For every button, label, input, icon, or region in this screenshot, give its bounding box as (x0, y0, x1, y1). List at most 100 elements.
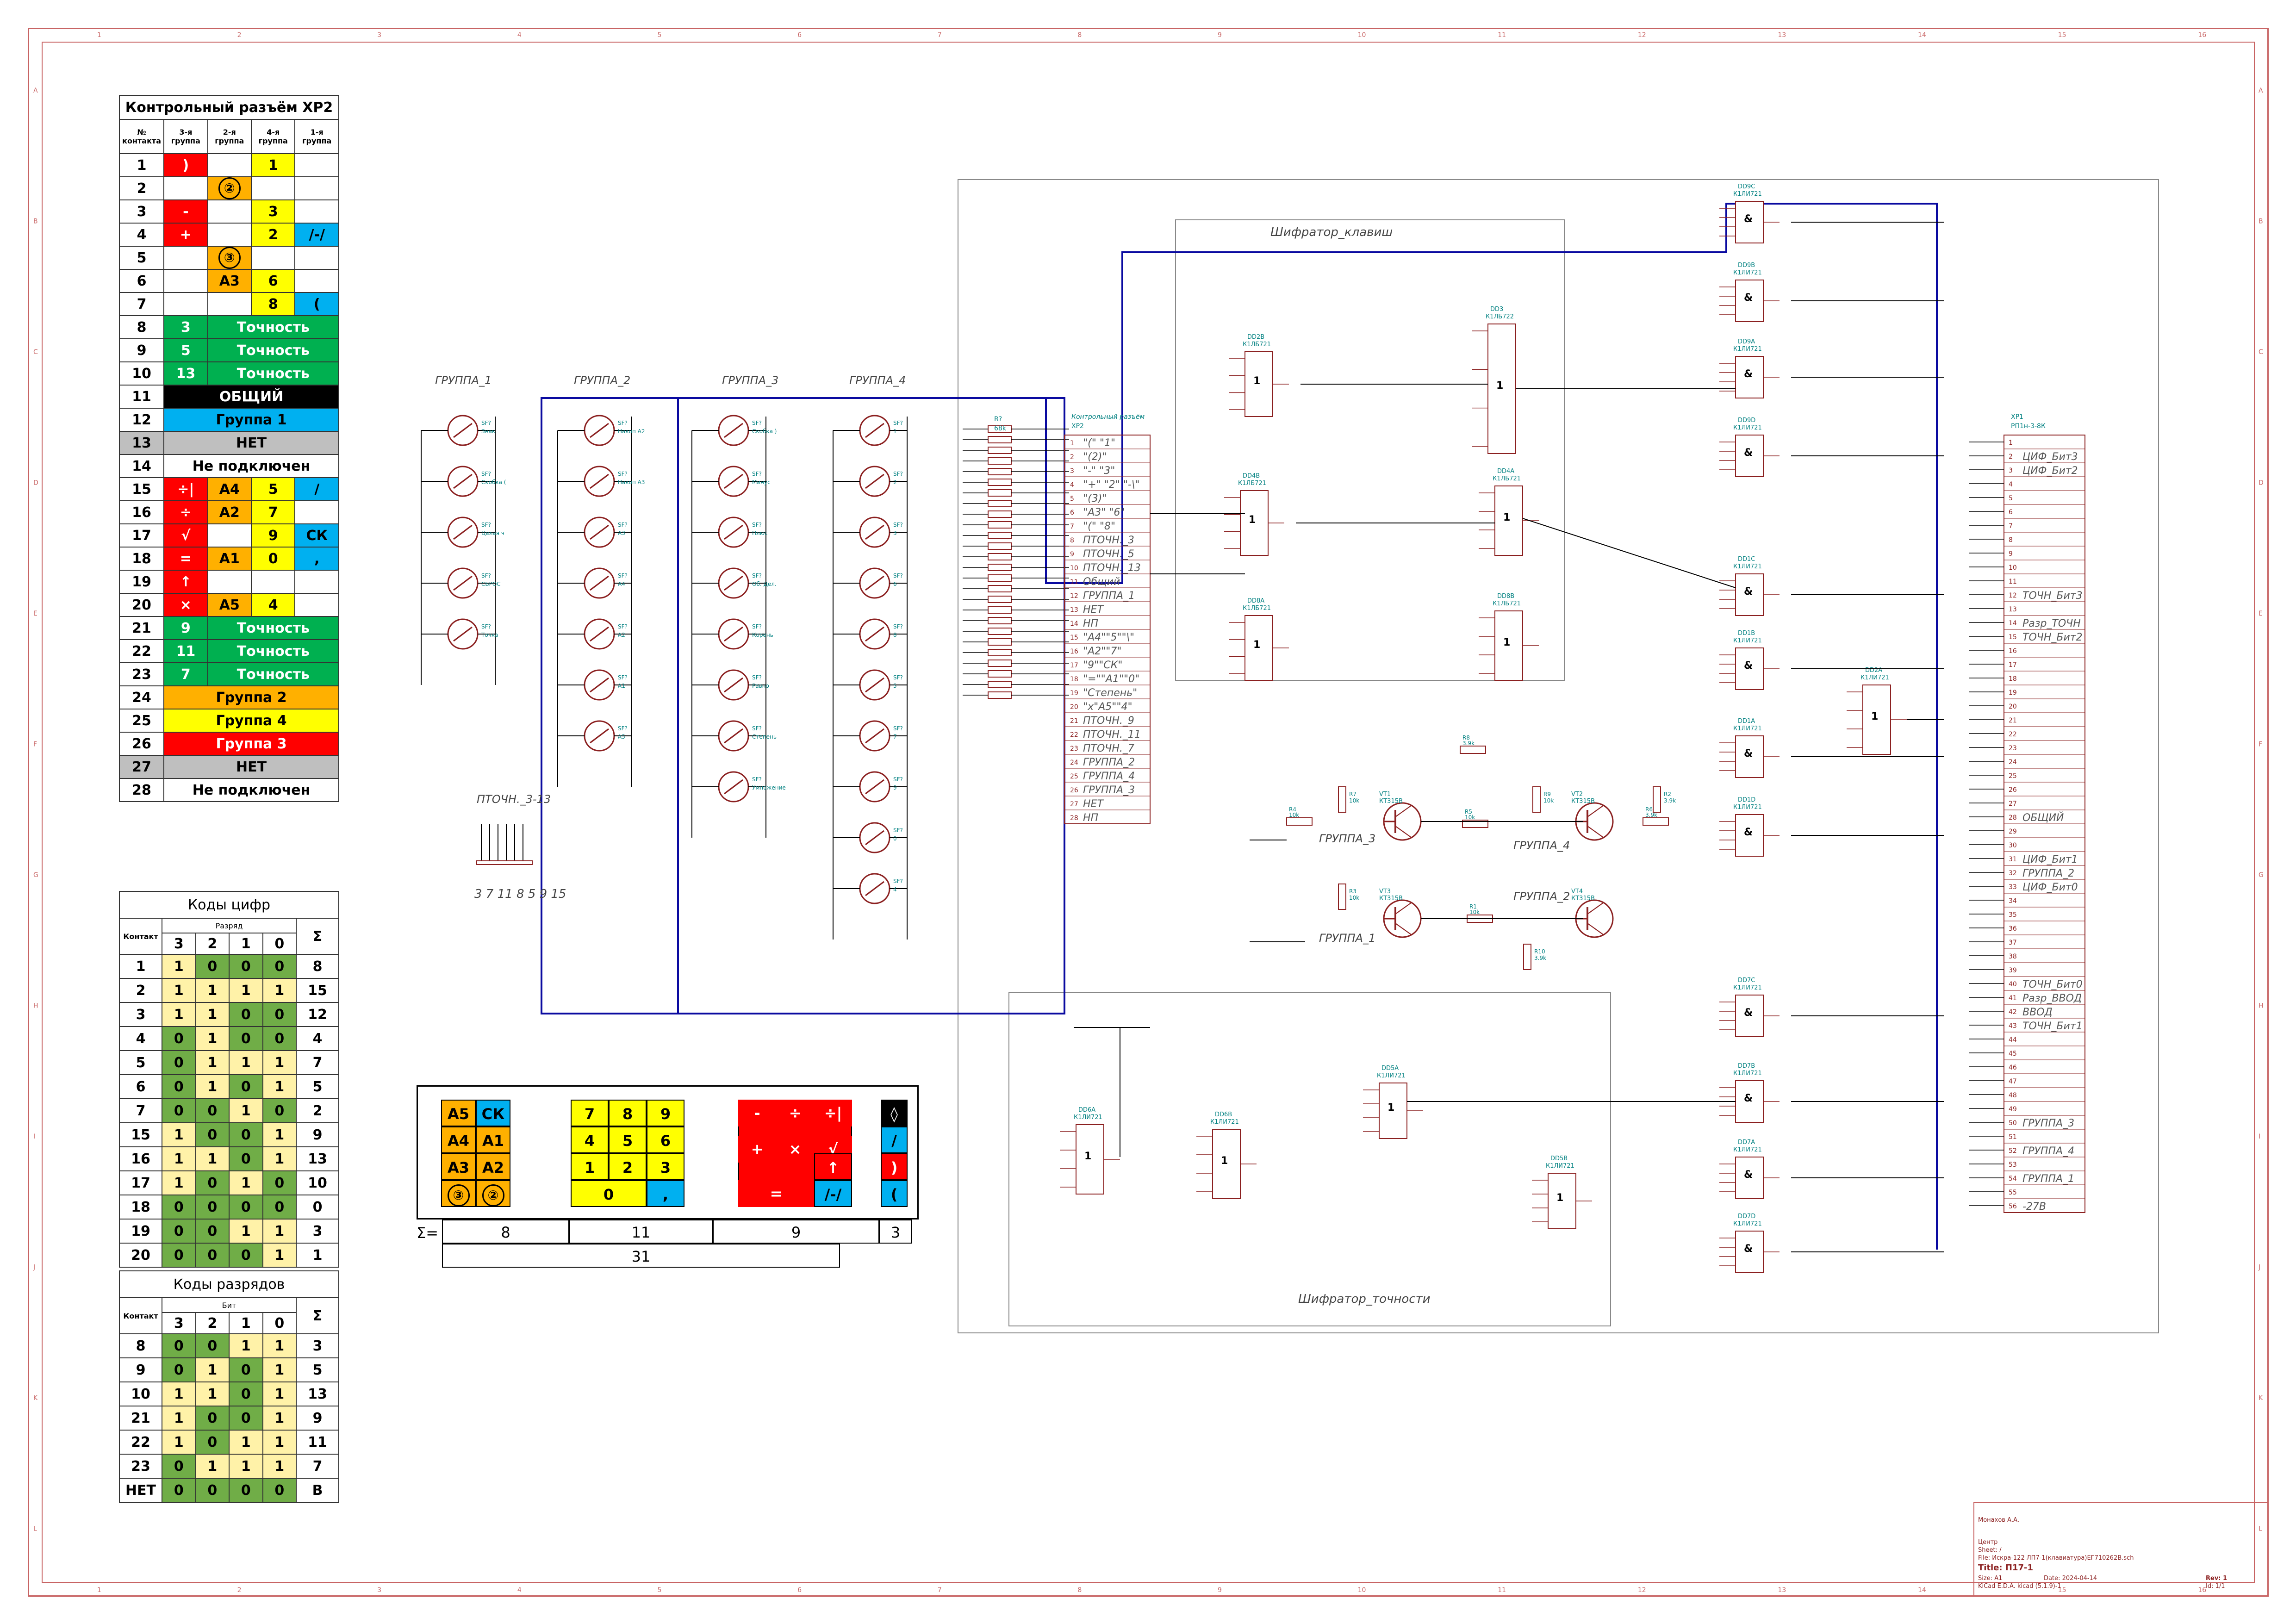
xp2-pin-number: 18 (118, 547, 165, 571)
digits-bit: 0 (162, 1195, 196, 1220)
xp2-pin-name: "(" "8" (1083, 521, 1115, 532)
xp1-pin-number: 22 (2009, 731, 2017, 738)
pack-resistor (988, 585, 1012, 592)
xp2-pin-number: 24 (1070, 759, 1078, 766)
ruler-top-number: 15 (2058, 31, 2066, 39)
ranks-sum: 11 (296, 1430, 339, 1455)
xp2-pin-number: 12 (1070, 592, 1078, 600)
key-block-c: ÷| (814, 1100, 852, 1126)
resistor-value: 10k (1465, 814, 1475, 821)
xp1-ref: XP1 (2011, 413, 2023, 421)
key-block-a: ③ (441, 1180, 476, 1207)
key-block-b-comma: , (647, 1180, 684, 1207)
switch-name: Равно (752, 683, 769, 689)
xp2-pin-number: 1 (1070, 440, 1074, 447)
ruler-left-letter: G (33, 871, 38, 879)
gate-type: К1ЛИ721 (1733, 1220, 1762, 1227)
ruler-top-number: 6 (797, 31, 802, 39)
xp2-pin-name: НП (1083, 812, 1098, 824)
pack-resistor (988, 532, 1012, 539)
transistor-group-label: ГРУППА_4 (1513, 839, 1570, 852)
switch-name: А4 (618, 581, 625, 587)
xp1-pin-name: ВВОД (2022, 1007, 2053, 1018)
gate-type: К1ЛБ721 (1243, 341, 1271, 348)
ruler-left-letter: I (33, 1133, 35, 1140)
pack-resistor (988, 574, 1012, 582)
gate-type: К1ЛИ721 (1733, 269, 1762, 276)
xp2-pin-name: НП (1083, 618, 1098, 629)
switch-contact (865, 779, 884, 795)
ranks-bit: 0 (262, 1478, 297, 1503)
switch-ref: SF? (752, 725, 762, 732)
xp1-pin-number: 13 (2009, 606, 2017, 613)
switch-ref: SF? (618, 471, 628, 477)
xp2-row: 19↑ (118, 570, 339, 594)
xp1-pin-number: 12 (2009, 592, 2017, 599)
transistor-type: КТ315В (1571, 798, 1595, 805)
digits-bit: 1 (229, 1050, 263, 1075)
gate-type: К1ЛИ721 (1733, 424, 1762, 431)
ruler-right-letter: F (2259, 741, 2262, 748)
switch-ref: SF? (893, 878, 903, 884)
gate-symbol: 1 (1388, 1102, 1394, 1114)
ranks-bit: 1 (262, 1454, 297, 1479)
xp1-pin-number: 44 (2009, 1036, 2017, 1044)
gate-ref: DD4A (1497, 468, 1514, 475)
digits-bit: 1 (195, 1026, 230, 1051)
switch-name: СБРОС (481, 581, 501, 587)
xp1-pin-name: ЦИФ_Бит3 (2022, 451, 2078, 463)
xp1-pin-name: ГРУППА_4 (2022, 1145, 2074, 1157)
xp2-pin-number: 25 (1070, 773, 1078, 780)
switch-name: Скобка ) (752, 428, 777, 435)
ranks-bit-header: 0 (262, 1312, 297, 1334)
ranks-bit: 1 (262, 1406, 297, 1431)
xp1-pin-name: ЦИФ_Бит0 (2022, 882, 2078, 893)
xp1-pin-number: 55 (2009, 1189, 2017, 1196)
digits-bit: 0 (195, 1243, 230, 1268)
circle-key: ③ (447, 1184, 470, 1207)
xp2-pin-number: 1 (118, 153, 165, 177)
switch-ref: SF? (618, 572, 628, 579)
gate-ref: DD6B (1215, 1111, 1232, 1118)
digits-bit: 0 (195, 954, 230, 979)
switch-contact (865, 830, 884, 846)
xp2-precision-code: 11 (163, 639, 208, 663)
xp2-cell (251, 570, 296, 594)
ruler-bottom-number: 7 (938, 1587, 942, 1594)
ranks-sum: 5 (296, 1357, 339, 1382)
xp2-pin-number: 11 (1070, 579, 1078, 586)
pack-ref: R? (994, 416, 1002, 423)
gate-symbol: 1 (1503, 512, 1510, 523)
xp2-pin-number: 22 (1070, 731, 1078, 739)
gate-type: К1ЛИ721 (1733, 1146, 1762, 1153)
ruler-bottom-number: 13 (1778, 1587, 1786, 1594)
ptochn-label: ПТОЧН._3-13 (477, 793, 551, 806)
xp2-pin-number: 23 (118, 662, 165, 686)
pack-resistor (988, 510, 1012, 518)
ranks-bit-header: 2 (195, 1312, 230, 1334)
xp2-pin-number: 8 (118, 315, 165, 339)
key-block-a: ② (476, 1180, 510, 1207)
gate-ref: DD6A (1078, 1107, 1095, 1114)
ranks-sum: 9 (296, 1406, 339, 1431)
gate-symbol: 1 (1253, 639, 1260, 651)
xp2-cell: √ (163, 523, 208, 548)
key-block-b-zero: 0 (571, 1180, 647, 1207)
digits-bit: 0 (229, 1195, 263, 1220)
xp1-pin-number: 54 (2009, 1175, 2017, 1182)
xp1-pin-number: 27 (2009, 800, 2017, 808)
key-block-c-equals: = (738, 1180, 814, 1207)
key-block-c: + (738, 1136, 776, 1163)
xp1-pin-name: ТОЧН_Бит2 (2022, 632, 2083, 643)
xp2-cell: СК (294, 523, 339, 548)
ruler-right-letter: E (2259, 610, 2263, 617)
data-bus-2 (541, 398, 679, 1014)
pack-resistor (988, 521, 1012, 529)
